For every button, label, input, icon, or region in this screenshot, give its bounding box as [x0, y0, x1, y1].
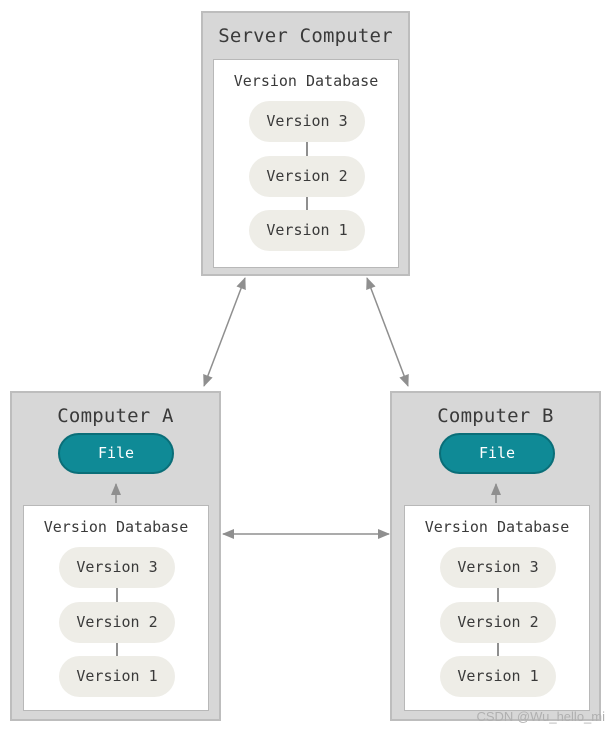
computer-b-version-2: Version 2	[440, 602, 556, 643]
computer-b-version-database: Version Database Version 3 Version 2 Ver…	[404, 505, 590, 711]
server-version-database: Version Database Version 3 Version 2 Ver…	[213, 59, 399, 268]
server-version-2: Version 2	[249, 156, 365, 197]
computer-b-version-3: Version 3	[440, 547, 556, 588]
computer-a-version-3: Version 3	[59, 547, 175, 588]
server-to-computer-a-arrow	[203, 277, 246, 387]
server-computer: Server Computer Version Database Version…	[201, 11, 410, 276]
computer-b-version-link	[497, 640, 499, 668]
server-to-computer-b-arrow	[366, 277, 409, 387]
computer-a-version-link	[116, 640, 118, 668]
computer-a-version-database-title: Version Database	[43, 518, 189, 536]
computer-a: Computer A File Version Database Version…	[10, 391, 221, 721]
computer-b-version-link	[497, 586, 499, 614]
server-version-3: Version 3	[249, 101, 365, 142]
computer-a-version-link	[116, 586, 118, 614]
computer-b-title: Computer B	[437, 405, 554, 427]
computer-a-version-database: Version Database Version 3 Version 2 Ver…	[23, 505, 209, 711]
computer-b: Computer B File Version Database Version…	[390, 391, 601, 721]
computer-a-file[interactable]: File	[58, 433, 174, 474]
watermark: CSDN @Wu_hello_mi	[476, 709, 605, 724]
computer-b-version-database-title: Version Database	[424, 518, 570, 536]
computer-b-version-1: Version 1	[440, 656, 556, 697]
server-version-database-title: Version Database	[233, 72, 379, 90]
computer-a-title: Computer A	[57, 405, 174, 427]
computer-a-version-1: Version 1	[59, 656, 175, 697]
server-computer-title: Server Computer	[218, 25, 393, 47]
computer-a-version-2: Version 2	[59, 602, 175, 643]
server-version-1: Version 1	[249, 210, 365, 251]
computer-b-file[interactable]: File	[439, 433, 555, 474]
